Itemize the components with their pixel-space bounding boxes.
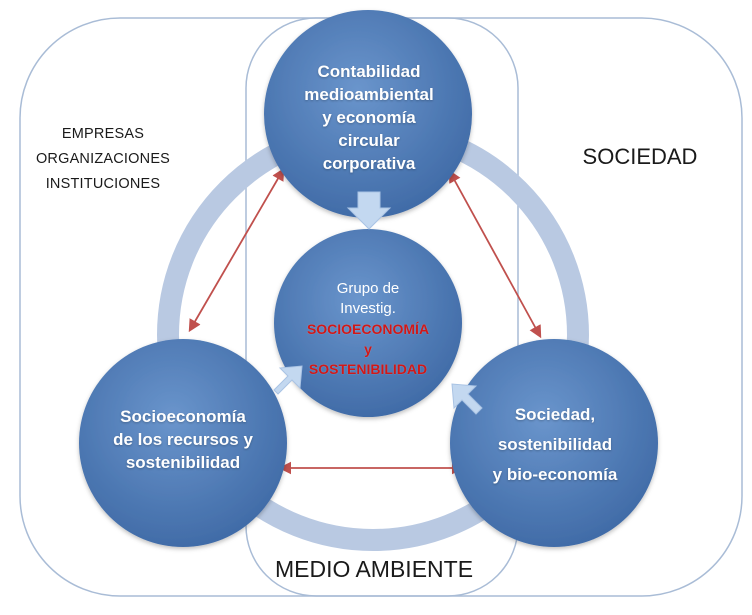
right-circle-line: sostenibilidad xyxy=(497,435,613,454)
left-circle-line: Socioeconomía xyxy=(120,407,246,426)
center-circle xyxy=(274,229,462,417)
arrow-top-right xyxy=(448,169,542,339)
block-arrow-left-up xyxy=(273,365,303,395)
label-medio-ambiente: MEDIO AMBIENTE xyxy=(274,556,474,582)
center-line-investig: Investig. xyxy=(340,300,396,317)
top-circle xyxy=(264,10,472,218)
right-circle-text: Sociedad, sostenibilidad y bio-economía xyxy=(460,400,650,490)
top-circle-text: Contabilidad medioambiental y economía c… xyxy=(274,60,464,175)
right-circle xyxy=(450,339,658,547)
arrow-top-left xyxy=(188,167,285,333)
left-circle-line: sostenibilidad xyxy=(125,453,241,472)
left-circle-line: de los recursos y xyxy=(113,430,253,449)
top-circle-line: circular xyxy=(338,131,400,150)
left-circle-text: Socioeconomía de los recursos y sostenib… xyxy=(88,405,278,474)
center-line-sostenibilidad: SOSTENIBILIDAD xyxy=(308,361,428,377)
right-circle-line: Sociedad, xyxy=(514,405,596,424)
top-circle-line: corporativa xyxy=(322,154,416,173)
center-circle-text: Grupo de Investig. SOCIOECONOMÍA y SOSTE… xyxy=(288,279,448,379)
left-circle xyxy=(79,339,287,547)
label-empresas: EMPRESAS xyxy=(61,126,145,142)
block-arrow-right-up xyxy=(451,383,483,415)
center-line-socioeconomia: SOCIOECONOMÍA xyxy=(306,321,430,337)
center-line-y: y xyxy=(364,341,372,357)
block-arrow-down xyxy=(346,191,392,230)
top-circle-line: Contabilidad xyxy=(317,62,421,81)
top-circle-line: medioambiental xyxy=(304,85,434,104)
top-circle-line: y economía xyxy=(322,108,416,127)
label-instituciones: INSTITUCIONES xyxy=(45,176,161,192)
label-organizaciones: ORGANIZACIONES xyxy=(35,151,171,167)
label-sociedad: SOCIEDAD xyxy=(582,144,698,169)
center-line-group: Grupo de xyxy=(336,280,400,297)
right-circle-line: y bio-economía xyxy=(492,465,618,484)
